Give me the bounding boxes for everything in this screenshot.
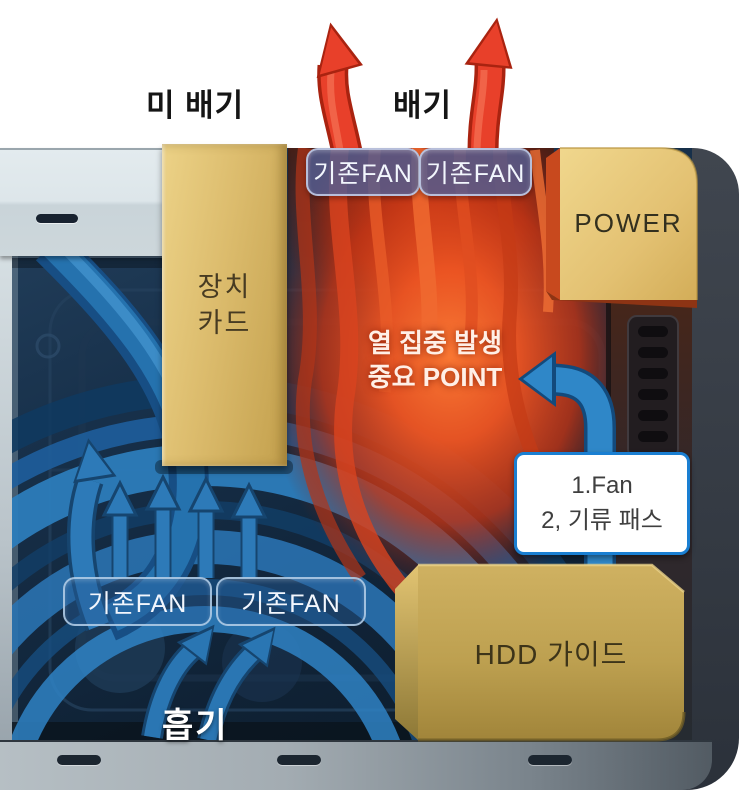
existing-fan-label: 기존FAN [87,589,188,618]
intake-up-arrows-icon [101,473,268,578]
existing-fan-bottom-1: 기존FAN [63,577,212,626]
bottom-vent-slot-icon [277,755,321,765]
hook-left-arrow-icon [518,351,616,572]
existing-fan-bottom-2: 기존FAN [216,577,366,626]
intake-label: 흡기 [162,707,229,745]
device-card-label-line2: 카드 [197,308,252,338]
hdd-guide-label: HDD 가이드 [474,638,628,670]
existing-fan-top-1: 기존FAN [306,148,420,196]
existing-fan-top-2: 기존FAN [419,148,532,196]
vent-slots-icon [638,326,668,442]
case-top-frame [0,148,165,256]
exhaust-arrow-right-icon [464,17,513,153]
bottom-vent-slot-icon [528,755,572,765]
existing-fan-label: 기존FAN [313,160,413,188]
no-exhaust-label: 미 배기 [146,88,245,123]
heat-label-line1: 열 집중 발생 [367,328,503,358]
case-bottom-rail [0,740,712,790]
exhaust-label: 배기 [393,88,453,123]
heat-concentration-label: 열 집중 발생 중요 POINT [340,327,530,395]
existing-fan-label: 기존FAN [241,589,341,618]
existing-fan-label: 기존FAN [425,160,526,188]
heat-label-line2: 중요 POINT [367,361,503,392]
power-supply-block [546,147,698,308]
exhaust-arrow-left-icon [316,22,363,156]
case-left-edge [0,252,12,740]
power-label: POWER [574,207,683,238]
frame-vent-slot-icon [36,214,78,223]
callout-line2: 2, 기류 패스 [541,506,663,534]
hdd-guide-block [395,563,686,742]
device-card-label-line1: 장치 [197,271,252,302]
bottom-vent-slot-icon [57,755,101,765]
solution-callout: 1.Fan 2, 기류 패스 [514,452,690,555]
curved-up-arrow-icon [66,438,117,632]
bottom-intake-arrows-icon [141,624,276,740]
callout-line1: 1.Fan [571,471,633,499]
device-card-block: 장치 카드 [162,144,287,466]
